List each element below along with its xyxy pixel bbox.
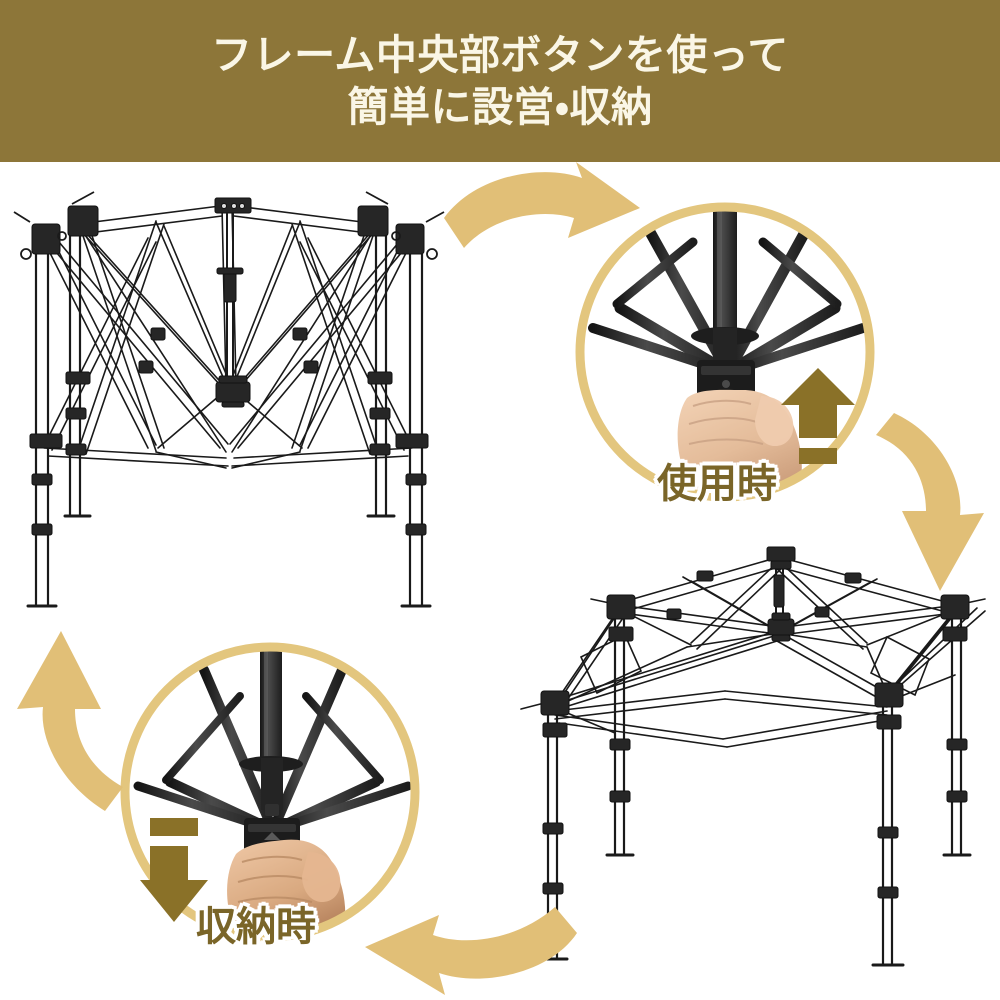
centre-pole bbox=[713, 207, 737, 332]
headline-line-2: 簡単に設営・収納 bbox=[347, 83, 653, 131]
flow-arrow-right-svg bbox=[876, 413, 984, 591]
headline-line-1: フレーム中央部ボタンを使って bbox=[211, 31, 789, 79]
stored-label: 収納時 bbox=[196, 904, 316, 950]
apex-hub bbox=[766, 546, 796, 562]
flow-arrow-bottom bbox=[355, 895, 585, 1000]
flow-arrow-top-svg bbox=[444, 162, 640, 248]
flow-arrow-top bbox=[440, 160, 650, 290]
centre-push-button bbox=[773, 574, 785, 608]
down-arrow-with-bar-icon bbox=[140, 818, 208, 922]
folded-frame-svg bbox=[13, 191, 445, 608]
erected-canopy-frame-illustration bbox=[515, 535, 995, 990]
header-banner: フレーム中央部ボタンを使って 簡単に設営・収納 bbox=[0, 0, 1000, 162]
stored-svg bbox=[120, 642, 420, 942]
in-use-label: 使用時 bbox=[657, 461, 777, 507]
flow-arrow-right bbox=[868, 405, 1000, 600]
flow-arrow-left bbox=[5, 625, 130, 820]
callout-ring bbox=[120, 642, 420, 942]
up-arrow-with-bar-icon bbox=[781, 368, 855, 464]
erected-frame-svg bbox=[520, 546, 986, 967]
centre-slider-collar bbox=[215, 381, 251, 403]
in-use-closeup bbox=[565, 200, 895, 530]
flow-arrow-bottom-svg bbox=[365, 907, 577, 995]
centre-push-button bbox=[223, 271, 237, 303]
folded-canopy-frame-illustration bbox=[8, 176, 458, 616]
centre-slider-collar bbox=[767, 618, 795, 636]
in-use-svg bbox=[575, 202, 875, 502]
stored-photo bbox=[125, 647, 415, 937]
flow-arrow-left-svg bbox=[17, 631, 123, 811]
centre-pole bbox=[260, 647, 282, 758]
callout-ring bbox=[575, 202, 875, 502]
stored-closeup bbox=[108, 640, 438, 970]
